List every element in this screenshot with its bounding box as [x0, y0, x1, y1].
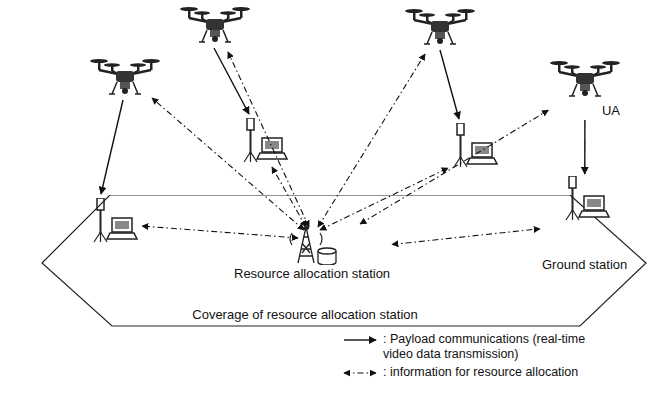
node-label: UA — [602, 103, 620, 118]
info-link — [360, 110, 548, 224]
tower-icon — [284, 225, 340, 265]
ground-station-node: Ground station — [542, 176, 627, 272]
drone-icon — [405, 9, 475, 44]
drone-icon — [550, 58, 620, 103]
payload-link — [214, 48, 249, 114]
uav-node: UA — [550, 58, 620, 118]
info-link — [318, 54, 425, 227]
legend-row: : Payload communications (real-time vide… — [340, 332, 598, 362]
payload-sample — [340, 332, 380, 347]
drone-icon — [90, 59, 160, 94]
legend-text: : Payload communications (real-time vide… — [383, 332, 598, 362]
info-link — [272, 167, 306, 227]
info-link — [152, 98, 304, 230]
gs-icon — [560, 176, 610, 221]
info-link — [392, 229, 540, 245]
info-link — [142, 226, 298, 238]
info-link — [228, 52, 309, 227]
payload-link — [101, 100, 123, 194]
info-sample — [340, 365, 380, 380]
legend-row: : information for resource allocation — [340, 365, 598, 380]
coverage-region: Coverage of resource allocation station R… — [40, 195, 648, 328]
drone-icon — [180, 7, 250, 42]
ground-station-icon — [244, 118, 287, 162]
legend-text: : information for resource allocation — [383, 365, 578, 380]
node-label: Resource allocation station — [234, 266, 390, 281]
region-label: Coverage of resource allocation station — [192, 307, 417, 322]
legend: : Payload communications (real-time vide… — [340, 332, 598, 383]
info-link — [320, 168, 448, 230]
payload-link — [440, 50, 459, 119]
resource-allocation-station: Resource allocation station — [234, 225, 390, 281]
payload-link — [584, 120, 586, 174]
node-label: Ground station — [542, 257, 627, 272]
